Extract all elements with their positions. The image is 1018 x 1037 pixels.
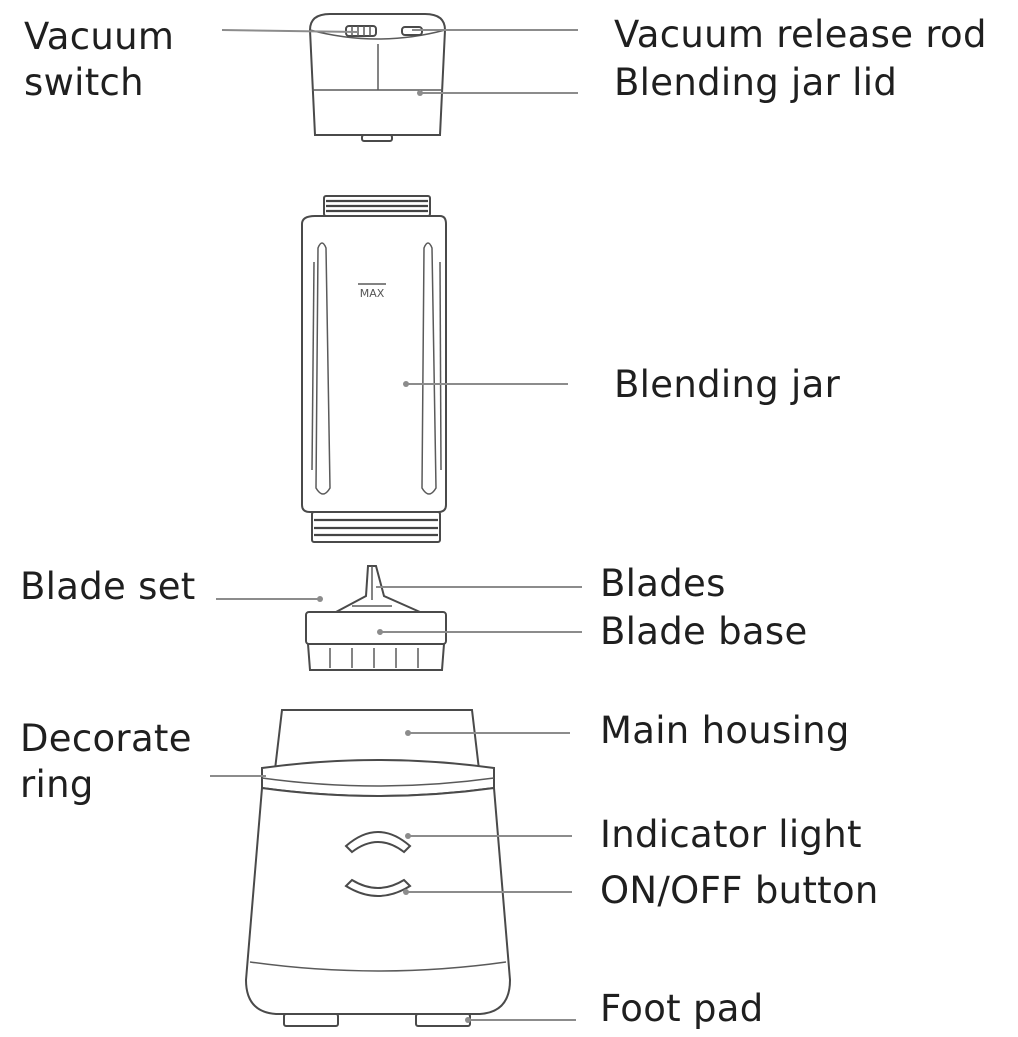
leader-vacuum-switch — [221, 29, 359, 33]
vacuum-release-rod-tip — [361, 134, 393, 142]
label-blade-set: Blade set — [20, 565, 196, 608]
label-decorate-ring: Decorate ring — [20, 716, 192, 808]
label-foot-pad: Foot pad — [600, 987, 764, 1030]
blending-jar-lid — [308, 13, 447, 142]
foot-pad-right — [415, 1013, 471, 1027]
blade-set — [305, 565, 447, 671]
leader-lines — [210, 29, 582, 1023]
label-vacuum-switch-line1: Vacuum — [24, 15, 175, 58]
label-decorate-ring-line1: Decorate — [20, 717, 192, 760]
label-indicator-light: Indicator light — [600, 813, 862, 856]
label-main-housing: Main housing — [600, 709, 850, 752]
label-blade-base: Blade base — [600, 610, 808, 653]
label-decorate-ring-line2: ring — [20, 762, 94, 806]
label-vacuum-release-rod: Vacuum release rod — [614, 13, 987, 56]
label-blades: Blades — [600, 562, 726, 605]
label-on-off-button: ON/OFF button — [600, 869, 879, 912]
indicator-light — [344, 831, 412, 854]
label-vacuum-switch: Vacuum switch — [24, 14, 174, 106]
blades — [335, 565, 421, 613]
label-blending-jar-lid: Blending jar lid — [614, 61, 898, 104]
blade-base — [305, 611, 447, 645]
label-vacuum-switch-line2: switch — [24, 60, 144, 104]
main-housing — [244, 709, 512, 1027]
foot-pad-left — [283, 1013, 339, 1027]
on-off-button — [344, 878, 412, 897]
blending-jar: MAX — [301, 195, 447, 543]
max-fill-marking: MAX — [360, 287, 385, 300]
label-blending-jar: Blending jar — [614, 363, 841, 406]
decorate-ring — [261, 759, 495, 797]
